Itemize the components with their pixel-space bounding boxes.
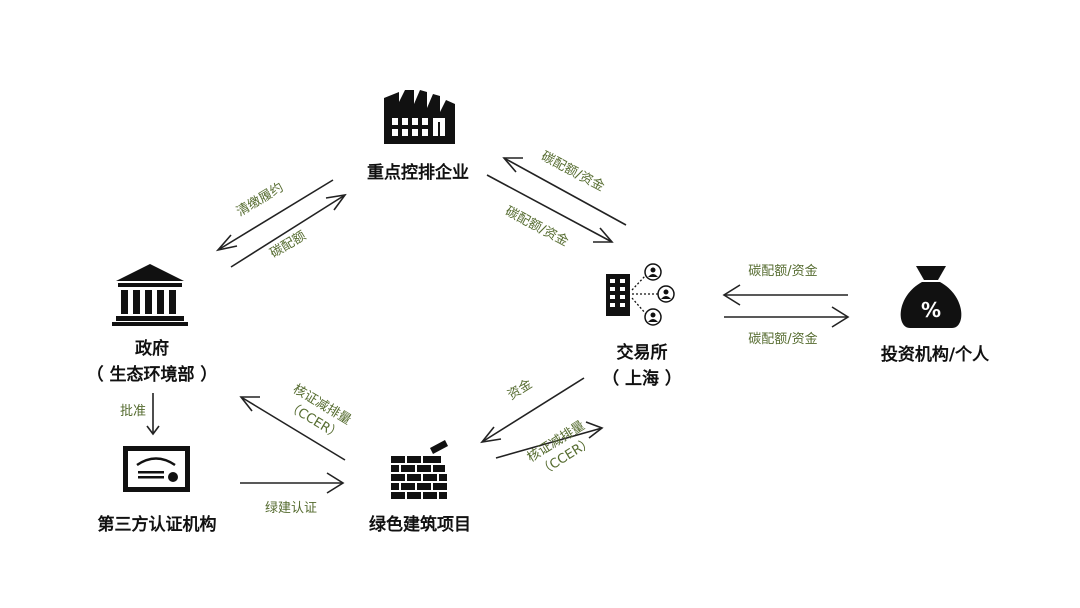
certificate-icon	[123, 446, 190, 492]
arrow-enterprise-to-government	[215, 179, 334, 252]
money-bag-percent-icon: %	[900, 266, 962, 328]
enterprise-label: 重点控排企业	[367, 162, 469, 183]
edge-label-enterprise-exchange-upper: 碳配额/资金	[538, 148, 607, 195]
brick-wall-icon	[391, 440, 448, 499]
exchange-building-people-icon	[606, 263, 675, 326]
arrow-exchange-to-green-building	[480, 377, 585, 444]
third-party-label: 第三方认证机构	[98, 514, 217, 535]
edge-label-investor-exchange-lower: 碳配额/资金	[748, 331, 817, 347]
edge-label-approve: 批准	[120, 404, 146, 419]
government-sublabel: （ 生态环境部 ）	[87, 364, 218, 385]
edge-label-funds: 资金	[505, 376, 536, 403]
arrow-exchange-to-investor	[724, 306, 850, 328]
arrow-enterprise-to-exchange	[486, 174, 614, 243]
arrow-green-building-to-government	[239, 396, 346, 461]
edge-label-quota: 碳配额	[268, 229, 309, 262]
investor-label: 投资机构/个人	[881, 344, 990, 365]
edge-label-green-cert: 绿建认证	[265, 501, 317, 516]
arrow-government-to-third-party	[146, 393, 160, 436]
exchange-label: 交易所	[617, 342, 668, 363]
edge-label-investor-exchange-upper: 碳配额/资金	[748, 263, 817, 279]
green-building-label: 绿色建筑项目	[369, 514, 471, 535]
arrow-third-party-to-green-building	[240, 472, 345, 494]
edge-label-enterprise-exchange-lower: 碳配额/资金	[502, 203, 571, 250]
arrow-government-to-enterprise	[230, 193, 347, 268]
arrow-exchange-to-enterprise	[502, 157, 627, 226]
exchange-sublabel: （ 上海 ）	[602, 368, 682, 389]
svg-text:%: %	[921, 298, 941, 322]
government-building-icon	[112, 264, 188, 326]
government-label: 政府	[135, 338, 169, 359]
arrow-green-building-to-exchange	[495, 421, 604, 459]
factory-icon	[384, 90, 455, 144]
arrow-investor-to-exchange	[722, 284, 848, 306]
